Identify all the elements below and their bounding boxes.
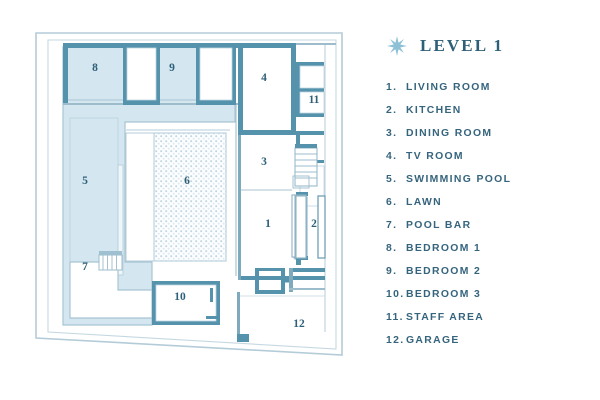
room-number-7: 7: [82, 261, 88, 273]
legend-item-label: BEDROOM 3: [406, 289, 482, 300]
legend-item-bedroom-1: 8. BEDROOM 1: [386, 237, 586, 260]
room-4-tv-room: [238, 43, 296, 135]
lawn-area: [153, 132, 227, 262]
legend-item-lawn: 6. LAWN: [386, 191, 586, 214]
legend-item-label: DINING ROOM: [406, 128, 493, 139]
legend-item-number: 1.: [386, 82, 398, 93]
pool-steps-icon: [98, 251, 123, 271]
legend-item-label: STAFF AREA: [406, 312, 485, 323]
legend-item-staff-area: 11.STAFF AREA: [386, 306, 586, 329]
service-rooms: [255, 268, 325, 294]
legend-item-label: LAWN: [406, 197, 442, 208]
living-room-bottom-wall: [241, 276, 325, 280]
legend-item-label: SWIMMING POOL: [406, 174, 512, 185]
legend-item-bedroom-2: 9. BEDROOM 2: [386, 260, 586, 283]
room-number-12: 12: [293, 318, 305, 330]
legend-item-tv-room: 4. TV ROOM: [386, 145, 586, 168]
room-number-2: 2: [311, 218, 317, 230]
legend-item-label: LIVING ROOM: [406, 82, 491, 93]
legend-item-number: 9.: [386, 266, 398, 277]
room-number-5: 5: [82, 175, 88, 187]
room-number-9: 9: [169, 62, 175, 74]
legend-list: 1. LIVING ROOM 2. KITCHEN 3. DINING ROOM 4. TV …: [386, 76, 586, 352]
room-number-4: 4: [261, 72, 267, 84]
room-number-3: 3: [261, 156, 267, 168]
room-number-6: 6: [184, 175, 190, 187]
room-10-bedroom-3: [152, 281, 220, 325]
legend-header: LEVEL 1: [386, 32, 586, 60]
property-boundary: [35, 32, 343, 356]
legend-item-label: KITCHEN: [406, 105, 462, 116]
legend-item-number: 7.: [386, 220, 398, 231]
legend-item-number: 4.: [386, 151, 398, 162]
eight-point-star-icon: [387, 36, 407, 56]
legend-item-label: GARAGE: [406, 335, 460, 346]
legend-item-garage: 12.GARAGE: [386, 329, 586, 352]
legend-item-number: 3.: [386, 128, 398, 139]
room-number-10: 10: [174, 291, 186, 303]
legend-item-number: 10.: [386, 289, 405, 300]
legend-item-number: 6.: [386, 197, 398, 208]
legend-panel: LEVEL 1 1. LIVING ROOM 2. KITCHEN 3. DINING R…: [386, 32, 586, 352]
bedroom-wing-detail: [68, 47, 233, 101]
room-3-dining-room: [238, 135, 292, 280]
legend-item-dining-room: 3. DINING ROOM: [386, 122, 586, 145]
legend-item-label: BEDROOM 2: [406, 266, 482, 277]
terrace-area: [125, 129, 230, 262]
legend-item-bedroom-3: 10.BEDROOM 3: [386, 283, 586, 306]
house-walls: [63, 43, 238, 105]
staircase-icon: [292, 144, 318, 189]
room-number-8: 8: [92, 62, 98, 74]
legend-item-number: 2.: [386, 105, 398, 116]
legend-item-number: 5.: [386, 174, 398, 185]
room-number-1: 1: [265, 218, 271, 230]
legend-item-label: POOL BAR: [406, 220, 472, 231]
main-spine-wall: [235, 105, 237, 276]
room-number-11: 11: [309, 94, 320, 106]
legend-title: LEVEL 1: [420, 36, 505, 55]
room1-room2-walls: [295, 195, 326, 259]
pool-bar-area: [69, 251, 153, 319]
legend-item-number: 12.: [386, 335, 405, 346]
pool-edge-detail: [117, 164, 124, 276]
legend-item-pool-bar: 7. POOL BAR: [386, 214, 586, 237]
inner-boundary-line: [47, 39, 337, 350]
legend-item-kitchen: 2. KITCHEN: [386, 99, 586, 122]
legend-item-label: TV ROOM: [406, 151, 464, 162]
legend-item-number: 8.: [386, 243, 398, 254]
legend-item-living-room: 1. LIVING ROOM: [386, 76, 586, 99]
legend-item-number: 11.: [386, 312, 404, 323]
legend-item-label: BEDROOM 1: [406, 243, 482, 254]
legend-item-swimming-pool: 5. SWIMMING POOL: [386, 168, 586, 191]
room-12-garage: [237, 292, 325, 342]
